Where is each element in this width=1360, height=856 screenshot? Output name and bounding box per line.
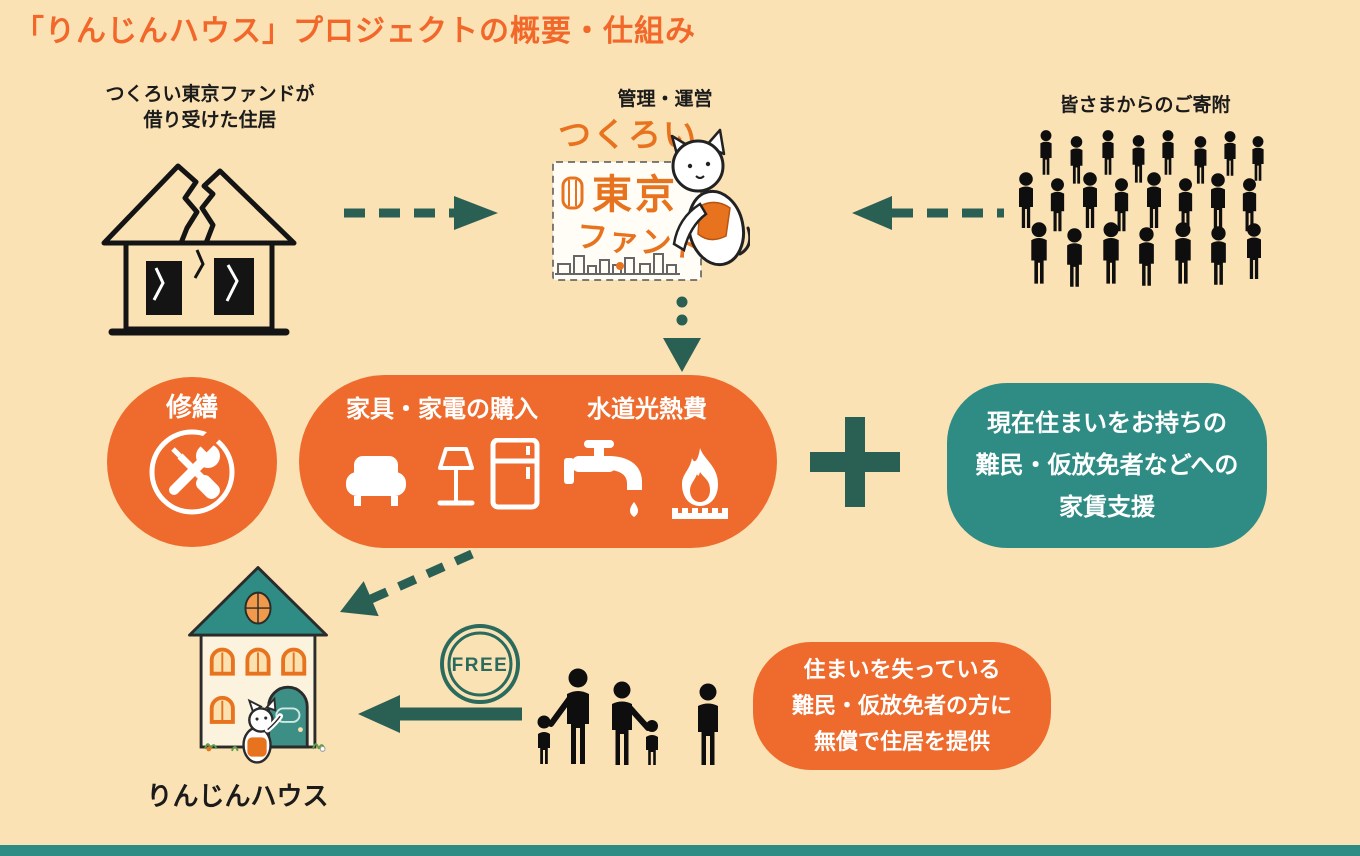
plus-icon xyxy=(810,417,900,507)
refrigerator-icon xyxy=(490,438,540,510)
fund-cat-illustration xyxy=(670,128,750,267)
couch-icon xyxy=(346,456,406,506)
provide-housing-line1: 住まいを失っている xyxy=(803,657,1001,682)
furniture-label: 家具・家電の購入 xyxy=(346,396,538,423)
management-label: 管理・運営 xyxy=(617,89,713,110)
footer-bar xyxy=(0,845,1360,856)
provide-housing-line2: 難民・仮放免者の方に xyxy=(791,693,1012,718)
broken-house-icon xyxy=(101,163,297,336)
crowd-icon xyxy=(1019,130,1264,287)
arrow-donors-to-fund xyxy=(852,196,1004,230)
utilities-column: 水道光熱費 xyxy=(562,375,732,548)
fund-spending-box: 家具・家電の購入 xyxy=(299,375,777,548)
tsukuroi-fund-logo: つくろい 東京 ファンド xyxy=(552,116,750,281)
furniture-column: 家具・家電の購入 xyxy=(344,375,540,548)
free-badge-icon: FREE xyxy=(440,624,520,704)
utilities-label: 水道光熱費 xyxy=(587,396,707,423)
rent-support-line1: 現在住まいをお持ちの xyxy=(987,409,1227,437)
repair-label: 修繕 xyxy=(165,392,218,422)
tools-icon xyxy=(149,429,235,515)
source-house-label-line2: 借り受けた住居 xyxy=(143,110,277,131)
lamp-icon xyxy=(437,447,475,506)
source-house-label-line1: つくろい東京ファンドが xyxy=(105,84,315,105)
page-title: 「りんじんハウス」プロジェクトの概要・仕組み xyxy=(14,15,696,48)
logo-text-line1: つくろい xyxy=(558,116,698,153)
arrow-house-to-fund xyxy=(344,196,498,230)
rent-support-line3: 家賃支援 xyxy=(1059,493,1155,521)
rent-support-box: 現在住まいをお持ちの 難民・仮放免者などへの 家賃支援 xyxy=(947,383,1267,548)
arrow-fund-down xyxy=(663,296,701,372)
provide-housing-box: 住まいを失っている 難民・仮放免者の方に 無償で住居を提供 xyxy=(753,642,1051,770)
family-icon xyxy=(537,668,718,765)
rent-support-line2: 難民・仮放免者などへの xyxy=(975,451,1239,479)
flame-burner-icon xyxy=(672,448,728,519)
rinjin-house-icon xyxy=(188,566,328,764)
arrow-box-to-house xyxy=(340,549,474,617)
cityscape-dome xyxy=(616,262,624,270)
donation-label: 皆さまからのご寄附 xyxy=(1059,95,1231,116)
lantern-icon xyxy=(561,176,584,210)
house-cat-illustration xyxy=(242,696,284,764)
house-name-label: りんじんハウス xyxy=(146,781,329,811)
provide-housing-line3: 無償で住居を提供 xyxy=(813,729,990,754)
repair-badge: 修繕 xyxy=(107,377,277,547)
free-badge-text: FREE xyxy=(452,655,509,676)
faucet-icon xyxy=(564,440,642,517)
source-house-label: つくろい東京ファンドが 借り受けた住居 xyxy=(80,82,340,134)
logo-text-line2: 東京 xyxy=(592,173,678,217)
arrow-family-to-house xyxy=(358,695,522,733)
